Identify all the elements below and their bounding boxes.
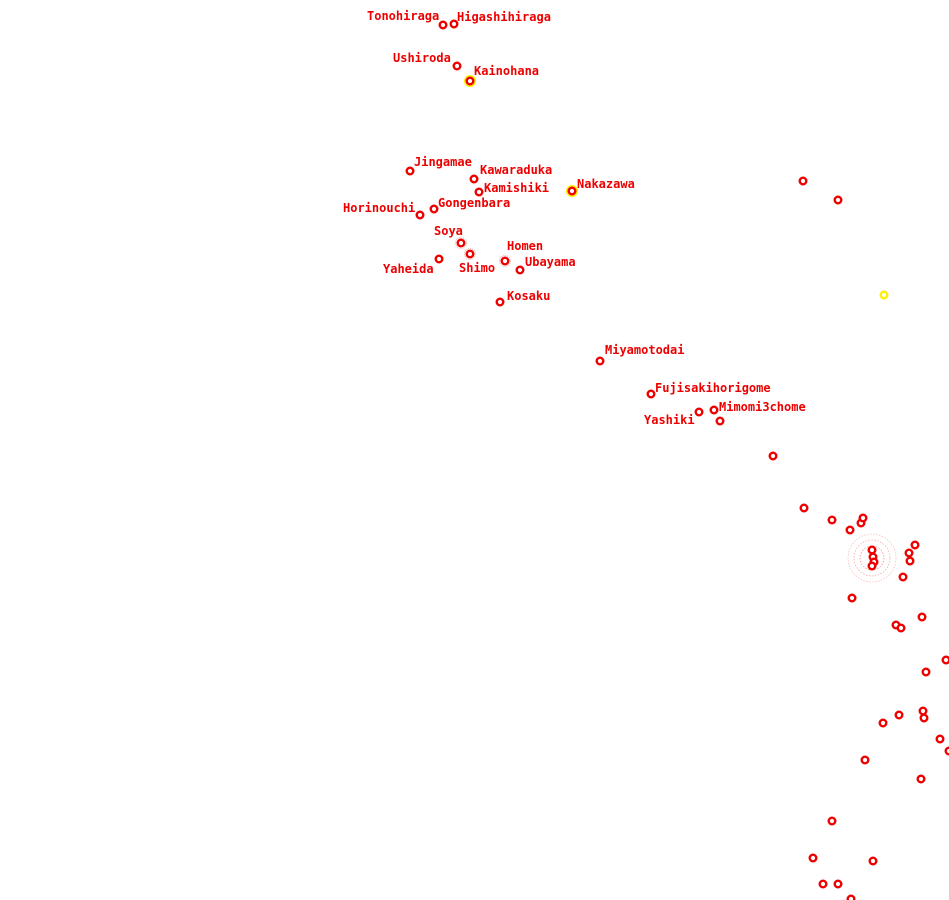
- station-marker[interactable]: [827, 816, 837, 826]
- station-marker-kamishiki[interactable]: [474, 187, 484, 197]
- station-marker-homen[interactable]: [500, 256, 510, 266]
- station-marker[interactable]: [867, 561, 877, 571]
- station-marker-miyamotodai[interactable]: [595, 356, 605, 366]
- station-marker[interactable]: [808, 853, 818, 863]
- station-marker-nakazawa[interactable]: [567, 186, 577, 196]
- station-marker[interactable]: [878, 718, 888, 728]
- station-marker[interactable]: [898, 572, 908, 582]
- station-marker-shimo[interactable]: [465, 249, 475, 259]
- cluster-layer: [455, 237, 897, 583]
- station-marker[interactable]: [798, 176, 808, 186]
- cluster-halo: [847, 533, 897, 583]
- cluster-halo: [853, 539, 891, 577]
- station-marker[interactable]: [860, 755, 870, 765]
- station-marker-soya[interactable]: [456, 238, 466, 248]
- station-marker[interactable]: [867, 545, 877, 555]
- station-marker[interactable]: [768, 451, 778, 461]
- station-marker-jingamae[interactable]: [405, 166, 415, 176]
- station-label: Kosaku: [507, 289, 550, 303]
- station-label: Ubayama: [525, 255, 576, 269]
- station-marker[interactable]: [935, 734, 945, 744]
- station-marker-ubayama[interactable]: [515, 265, 525, 275]
- station-marker-mimomi3chome[interactable]: [709, 405, 719, 415]
- station-marker[interactable]: [833, 879, 843, 889]
- station-marker[interactable]: [894, 710, 904, 720]
- station-label: Kamishiki: [484, 181, 549, 195]
- station-marker[interactable]: [868, 856, 878, 866]
- station-marker[interactable]: [799, 503, 809, 513]
- station-marker-kosaku[interactable]: [495, 297, 505, 307]
- station-marker-kainohana[interactable]: [465, 76, 475, 86]
- marker-layer: [405, 19, 949, 900]
- station-marker[interactable]: [827, 515, 837, 525]
- station-label: Kainohana: [474, 64, 539, 78]
- station-label: Fujisakihorigome: [655, 381, 771, 395]
- station-marker[interactable]: [910, 540, 920, 550]
- station-label: Tonohiraga: [367, 9, 439, 23]
- station-marker[interactable]: [818, 879, 828, 889]
- station-marker-yashiki[interactable]: [694, 407, 704, 417]
- station-marker-tonohiraga[interactable]: [438, 20, 448, 30]
- station-marker[interactable]: [715, 416, 725, 426]
- station-label: Miyamotodai: [605, 343, 684, 357]
- station-marker[interactable]: [917, 612, 927, 622]
- station-marker[interactable]: [916, 774, 926, 784]
- station-marker[interactable]: [918, 706, 928, 716]
- station-marker-horinouchi[interactable]: [415, 210, 425, 220]
- station-label: Yashiki: [644, 413, 695, 427]
- marker-texture: [455, 237, 467, 249]
- station-marker-higashihiraga[interactable]: [449, 19, 459, 29]
- station-label: Jingamae: [414, 155, 472, 169]
- station-marker-gongenbara[interactable]: [429, 204, 439, 214]
- marker-texture: [464, 248, 476, 260]
- station-label: Nakazawa: [577, 177, 635, 191]
- station-marker[interactable]: [858, 513, 868, 523]
- station-label: Homen: [507, 239, 543, 253]
- station-label: Kawaraduka: [480, 163, 552, 177]
- station-marker[interactable]: [904, 548, 914, 558]
- station-marker[interactable]: [846, 894, 856, 900]
- station-marker[interactable]: [905, 556, 915, 566]
- station-marker-kawaraduka[interactable]: [469, 174, 479, 184]
- station-label: Shimo: [459, 261, 495, 275]
- station-label: Gongenbara: [438, 196, 510, 210]
- station-marker[interactable]: [921, 667, 931, 677]
- station-marker[interactable]: [847, 593, 857, 603]
- highlight-station-marker[interactable]: [879, 290, 889, 300]
- station-marker[interactable]: [845, 525, 855, 535]
- station-marker[interactable]: [941, 655, 949, 665]
- station-label: Higashihiraga: [457, 10, 551, 24]
- station-label: Yaheida: [383, 262, 434, 276]
- station-marker-ushiroda[interactable]: [452, 61, 462, 71]
- station-marker[interactable]: [944, 746, 949, 756]
- station-marker-yaheida[interactable]: [434, 254, 444, 264]
- station-marker[interactable]: [896, 623, 906, 633]
- marker-texture: [499, 255, 511, 267]
- label-layer: Tonohiraga HigashihiragaUshirodaKainohana…: [343, 9, 806, 427]
- station-label: Horinouchi: [343, 201, 415, 215]
- station-marker-fujisakihorigome[interactable]: [646, 389, 656, 399]
- station-marker[interactable]: [833, 195, 843, 205]
- station-label: Soya: [434, 224, 463, 238]
- station-label: Ushiroda: [393, 51, 451, 65]
- station-label: Mimomi3chome: [719, 400, 806, 414]
- station-marker[interactable]: [919, 713, 929, 723]
